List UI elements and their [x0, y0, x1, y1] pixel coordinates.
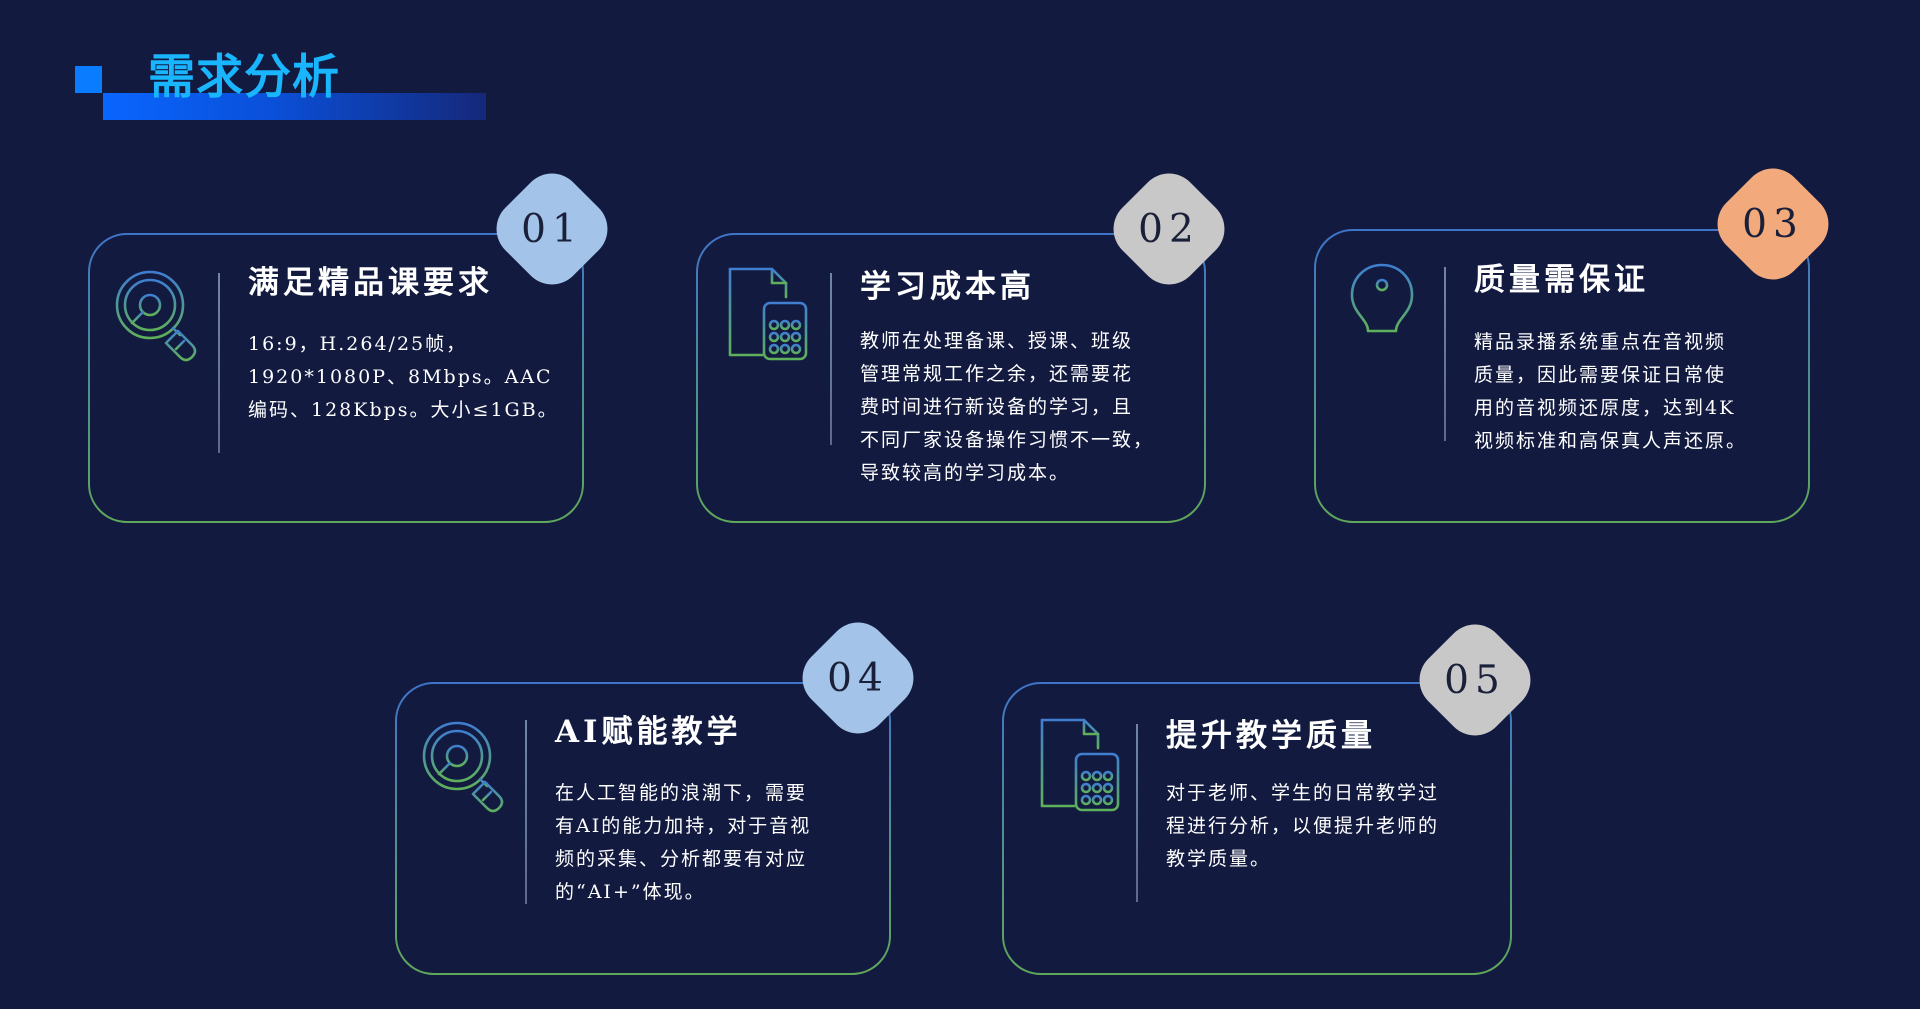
badge-number: 05: [1444, 657, 1506, 703]
badge-number: 01: [521, 206, 583, 252]
document-calculator-icon: [1040, 718, 1120, 812]
card-divider: [218, 273, 220, 453]
magnifier-chart-icon: [422, 721, 504, 813]
card-divider: [830, 273, 832, 445]
badge-01: 01: [474, 151, 630, 307]
title-accent-bar: [103, 93, 486, 120]
card-description: 16:9，H.264/25帧， 1920*1080P、8Mbps。AAC 编码、…: [248, 333, 559, 421]
card-01: 满足精品课要求 16:9，H.264/25帧， 1920*1080P、8Mbps…: [88, 233, 584, 523]
badge-diamond: [496, 173, 608, 285]
card-heading: 学习成本高: [860, 269, 1035, 305]
title-accent-square: [75, 66, 102, 93]
card-divider: [1136, 724, 1138, 902]
card-02: 学习成本高 教师在处理备课、授课、班级 管理常规工作之余，还需要花 费时间进行新…: [696, 233, 1206, 523]
document-calculator-icon: [728, 267, 808, 361]
card-divider: [1444, 267, 1446, 441]
badge-number: 03: [1742, 201, 1804, 247]
card-heading: AI赋能教学: [555, 714, 742, 750]
card-border: [395, 682, 891, 975]
card-heading: 质量需保证: [1474, 262, 1649, 298]
card-border: [1002, 682, 1512, 975]
card-03: 质量需保证 精品录播系统重点在音视频 质量，因此需要保证日常使 用的音视频还原度…: [1314, 229, 1810, 523]
badge-03: 03: [1695, 146, 1851, 302]
card-heading: 提升教学质量: [1166, 718, 1376, 754]
card-border: [696, 233, 1206, 523]
badge-05: 05: [1397, 602, 1553, 758]
badge-number: 02: [1138, 206, 1200, 252]
card-heading: 满足精品课要求: [248, 265, 493, 301]
card-border: [88, 233, 584, 523]
page-title: 需求分析: [148, 50, 340, 105]
card-description: 教师在处理备课、授课、班级 管理常规工作之余，还需要花 费时间进行新设备的学习，…: [860, 330, 1155, 484]
lightbulb-key-icon: [1350, 263, 1414, 351]
card-05: 提升教学质量 对于老师、学生的日常教学过 程进行分析，以便提升老师的 教学质量。: [1002, 682, 1512, 975]
card-border: [1314, 229, 1810, 523]
badge-04: 04: [780, 600, 936, 756]
card-04: AI赋能教学 在人工智能的浪潮下，需要 有AI的能力加持，对于音视 频的采集、分…: [395, 682, 891, 975]
badge-diamond: [1113, 173, 1225, 285]
badge-diamond: [1717, 168, 1829, 280]
badge-number: 04: [827, 655, 889, 701]
card-description: 在人工智能的浪潮下，需要 有AI的能力加持，对于音视 频的采集、分析都要有对应 …: [555, 782, 812, 903]
card-divider: [525, 720, 527, 904]
card-description: 对于老师、学生的日常教学过 程进行分析，以便提升老师的 教学质量。: [1166, 782, 1440, 870]
magnifier-chart-icon: [115, 270, 197, 362]
badge-diamond: [1419, 624, 1531, 736]
badge-02: 02: [1091, 151, 1247, 307]
badge-diamond: [802, 622, 914, 734]
card-description: 精品录播系统重点在音视频 质量，因此需要保证日常使 用的音视频还原度，达到4K …: [1474, 331, 1748, 452]
